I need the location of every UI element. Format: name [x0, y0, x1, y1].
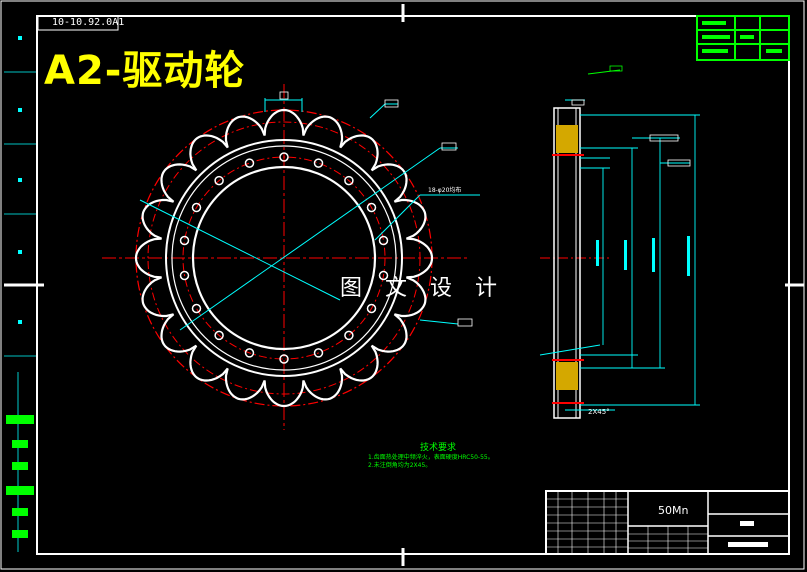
- bore-circle: [191, 165, 377, 351]
- hatch-upper: [556, 125, 578, 153]
- bolt-circle: [182, 156, 386, 360]
- revision-table: [696, 15, 790, 61]
- code-box: [37, 15, 119, 31]
- bolt-hole: [344, 330, 354, 341]
- rim-outer-circle: [165, 139, 403, 377]
- sprocket-section-view: [539, 65, 700, 419]
- chamfer-text: 2X45°: [588, 408, 610, 416]
- bolt-hole: [279, 354, 289, 364]
- left-margin-zones: [4, 71, 36, 552]
- tooth-profile: [134, 108, 434, 408]
- bolt-hole: [179, 235, 190, 246]
- sprocket-front-view: [102, 84, 480, 430]
- bolt-hole: [313, 158, 324, 168]
- bolt-hole: [344, 175, 354, 186]
- bolt-hole: [244, 158, 255, 168]
- section-callouts: [571, 99, 691, 167]
- title-block-marks: [728, 521, 768, 547]
- bolt-hole: [279, 152, 289, 162]
- left-zone-ticks: [18, 36, 22, 324]
- bolt-hole: [378, 270, 389, 281]
- bolt-hole: [214, 330, 224, 341]
- tech-req-line-2: 2.未注倒角均为2X45。: [368, 462, 432, 469]
- tech-req-heading: 技术要求: [420, 443, 457, 453]
- watermark-text: 图 文 设 计: [340, 276, 505, 301]
- surface-note-line: [587, 69, 621, 75]
- dimension-texts: [596, 236, 690, 276]
- bolt-hole: [378, 235, 389, 246]
- frame-center-marks: [4, 4, 804, 566]
- bolt-hole: [366, 202, 377, 213]
- bolt-hole: [366, 303, 377, 314]
- bolt-hole: [179, 270, 190, 281]
- leader-lines: [139, 98, 480, 331]
- surface-note-box: [609, 65, 623, 72]
- hole-callout-text: 18-φ20均布: [428, 187, 462, 194]
- bolt-holes: [179, 152, 389, 364]
- hatch-lower: [556, 362, 578, 390]
- bolt-hole: [244, 348, 255, 358]
- rim-inner-circle: [171, 145, 397, 371]
- left-margin-stamps: [6, 415, 34, 538]
- bolt-hole: [313, 348, 324, 358]
- revision-table-text: [702, 21, 782, 53]
- material-text: 50Mn: [658, 504, 689, 517]
- pitch-circle: [147, 121, 421, 395]
- drawing-title: A2-驱动轮: [44, 48, 246, 94]
- bolt-hole: [191, 202, 202, 213]
- title-block-grid: [546, 491, 708, 554]
- dimension-lines: [539, 99, 700, 411]
- callout-boxes: [279, 91, 473, 327]
- drawing-code: 10-10.92.0A1: [52, 17, 125, 28]
- bolt-hole: [191, 303, 202, 314]
- tech-req-line-1: 1.齿面热处理中频淬火，表面硬度HRC50-55。: [368, 454, 494, 461]
- bolt-hole: [214, 175, 224, 186]
